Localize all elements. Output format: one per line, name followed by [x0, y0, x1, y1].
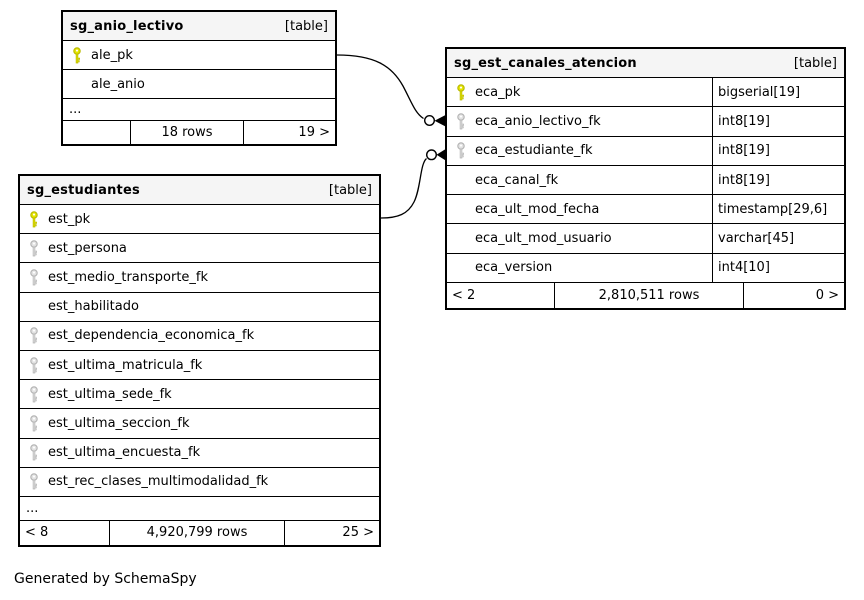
pagination-prev: [63, 121, 130, 144]
table-footer: 18 rows 19 >: [63, 121, 335, 144]
pagination-next: 25 >: [342, 525, 374, 541]
primary-key-icon: [29, 210, 39, 228]
primary-key-icon: [456, 83, 466, 101]
column-row: est_habilitado: [20, 292, 379, 322]
ellipsis-row: ...: [20, 497, 379, 521]
table-type-badge: [table]: [793, 55, 837, 71]
foreign-key-icon: [456, 142, 466, 159]
foreign-key-icon: [29, 327, 39, 344]
column-name: eca_anio_lectivo_fk: [475, 113, 601, 129]
foreign-key-icon: [29, 269, 39, 286]
foreign-key-icon: [456, 113, 466, 130]
column-name: est_medio_transporte_fk: [48, 269, 209, 285]
relationship-ale-pk-to-eca-anio-lectivo-fk: [336, 54, 447, 127]
column-row: est_pk: [20, 205, 379, 235]
column-row: eca_anio_lectivo_fk int8[19]: [447, 107, 844, 137]
column-row: eca_ult_mod_fecha timestamp[29,6]: [447, 195, 844, 225]
column-name: est_habilitado: [48, 299, 139, 315]
foreign-key-icon: [29, 240, 39, 257]
table-header[interactable]: sg_anio_lectivo [table]: [63, 12, 335, 41]
column-type: timestamp[29,6]: [712, 195, 844, 224]
primary-key-icon: [72, 46, 82, 64]
foreign-key-icon: [29, 444, 39, 461]
column-row: eca_version int4[10]: [447, 253, 844, 284]
table-footer: < 8 4,920,799 rows 25 >: [20, 520, 379, 545]
column-name: ale_anio: [91, 76, 145, 92]
pagination-prev: < 8: [25, 525, 49, 541]
table-node-sg-estudiantes[interactable]: sg_estudiantes [table] est_pk est_persona…: [18, 174, 381, 547]
column-name: eca_canal_fk: [475, 172, 559, 188]
pagination-next: 19 >: [298, 125, 330, 140]
column-rows: ale_pk ale_anio: [63, 41, 335, 99]
table-type-badge: [table]: [284, 18, 328, 34]
column-name: est_ultima_encuesta_fk: [48, 445, 201, 461]
table-name: sg_est_canales_atencion: [454, 55, 637, 71]
column-rows: est_pk est_persona est_medio_transporte_fk…: [20, 205, 379, 497]
column-row: ale_anio: [63, 70, 335, 99]
column-row: eca_estudiante_fk int8[19]: [447, 136, 844, 166]
table-header[interactable]: sg_est_canales_atencion [table]: [447, 49, 844, 78]
column-name: est_dependencia_economica_fk: [48, 328, 255, 344]
column-name: est_pk: [48, 211, 91, 227]
column-type: int8[19]: [712, 165, 844, 195]
column-type: int8[19]: [712, 136, 844, 165]
foreign-key-icon: [29, 473, 39, 490]
table-name: sg_estudiantes: [27, 182, 140, 198]
pagination-prev: < 2: [452, 288, 476, 304]
relationship-est-pk-to-eca-estudiante-fk: [380, 148, 447, 219]
column-name: est_ultima_seccion_fk: [48, 415, 190, 431]
column-row: est_medio_transporte_fk: [20, 263, 379, 293]
column-type: bigserial[19]: [712, 78, 844, 107]
column-name: eca_estudiante_fk: [475, 143, 593, 159]
foreign-key-icon: [29, 356, 39, 374]
table-footer: < 2 2,810,511 rows 0 >: [447, 283, 844, 308]
column-name: est_ultima_matricula_fk: [48, 357, 203, 373]
column-row: ale_pk: [63, 41, 335, 70]
ellipsis-row: ...: [63, 99, 335, 121]
relationship-line: [380, 158, 428, 219]
column-name: est_rec_clases_multimodalidad_fk: [48, 474, 269, 490]
table-node-sg-est-canales-atencion[interactable]: sg_est_canales_atencion [table] eca_pk bi…: [445, 47, 846, 310]
column-row: est_dependencia_economica_fk: [20, 321, 379, 351]
column-name: est_ultima_sede_fk: [48, 386, 172, 402]
column-name: eca_pk: [475, 84, 521, 100]
column-type: varchar[45]: [712, 224, 844, 253]
table-name: sg_anio_lectivo: [70, 18, 184, 34]
column-row: est_persona: [20, 234, 379, 264]
column-row: eca_pk bigserial[19]: [447, 78, 844, 108]
column-row: est_rec_clases_multimodalidad_fk: [20, 467, 379, 497]
row-count: 2,810,511 rows: [554, 283, 744, 308]
pagination-next: 0 >: [815, 288, 839, 304]
table-node-sg-anio-lectivo[interactable]: sg_anio_lectivo [table] ale_pk ale_anio .…: [61, 10, 337, 146]
column-name: eca_ult_mod_usuario: [475, 231, 612, 247]
table-type-badge: [table]: [328, 182, 372, 198]
foreign-key-icon: [29, 385, 39, 403]
column-row: est_ultima_seccion_fk: [20, 409, 379, 439]
column-row: est_ultima_sede_fk: [20, 380, 379, 410]
column-name: ale_pk: [91, 47, 133, 63]
column-name: est_persona: [48, 240, 127, 256]
relationship-line: [336, 54, 424, 120]
column-type: int4[10]: [712, 253, 844, 283]
column-row: eca_ult_mod_usuario varchar[45]: [447, 224, 844, 254]
row-count: 18 rows: [130, 121, 244, 144]
column-type: int8[19]: [712, 107, 844, 136]
column-name: eca_ult_mod_fecha: [475, 201, 600, 217]
column-row: est_ultima_encuesta_fk: [20, 438, 379, 468]
column-name: eca_version: [475, 260, 553, 276]
generated-by-note: Generated by SchemaSpy: [14, 571, 197, 587]
fk-connector-circle: [426, 149, 438, 161]
column-row: eca_canal_fk int8[19]: [447, 165, 844, 196]
foreign-key-icon: [29, 415, 39, 432]
row-count: 4,920,799 rows: [109, 520, 285, 545]
fk-connector-circle: [424, 114, 436, 126]
column-row: est_ultima_matricula_fk: [20, 350, 379, 381]
table-header[interactable]: sg_estudiantes [table]: [20, 176, 379, 205]
